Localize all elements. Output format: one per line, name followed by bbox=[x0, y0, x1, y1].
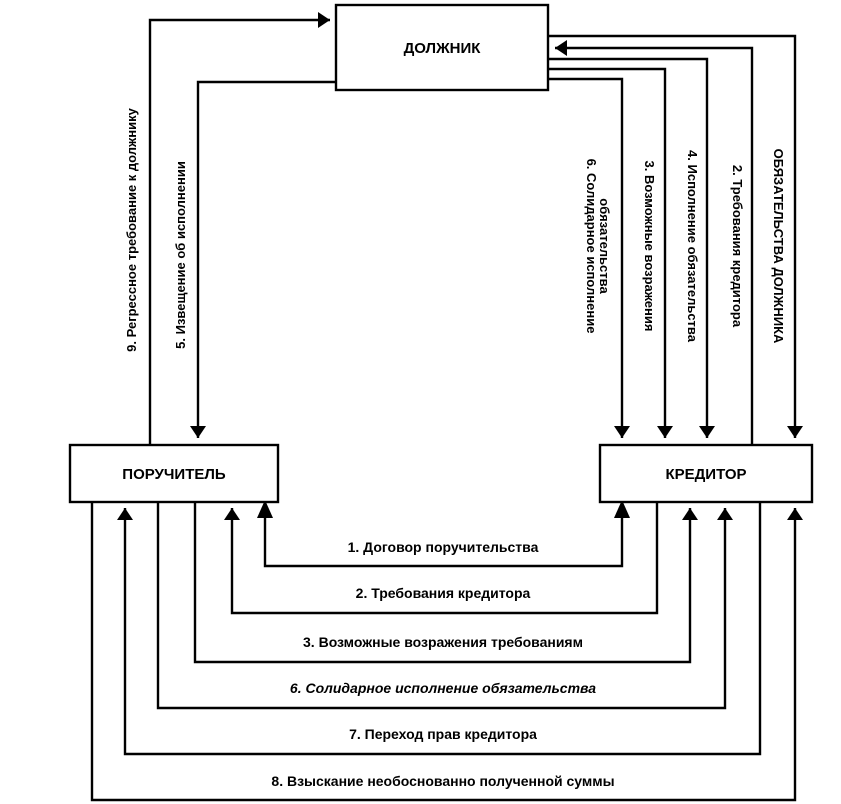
creditor-label: КРЕДИТОР bbox=[665, 466, 746, 483]
label-rights-transfer: 7. Переход прав кредитора bbox=[349, 726, 537, 742]
arrow-obligation-performance bbox=[548, 57, 715, 438]
debtor-box bbox=[334, 3, 550, 92]
arrowhead-contract-creditor bbox=[614, 500, 630, 518]
label-bottom-solidary: 6. Солидарное исполнение обязательства bbox=[290, 680, 596, 696]
arrow-debtor-obligations bbox=[548, 34, 803, 438]
arrow-regress-claim bbox=[148, 12, 330, 445]
arrow-creditor-claims bbox=[555, 40, 754, 445]
label-solidary-performance-1: 6. Солидарное исполнение bbox=[584, 159, 599, 334]
arrow-guarantee-contract bbox=[263, 508, 624, 568]
label-obligation-performance: 4. Исполнение обязательства bbox=[685, 150, 700, 343]
arrow-rights-transfer bbox=[117, 502, 762, 756]
arrow-bottom-solidary bbox=[156, 502, 733, 710]
label-bottom-creditor-claims: 2. Требования кредитора bbox=[356, 585, 531, 601]
label-creditor-claims: 2. Требования кредитора bbox=[730, 165, 745, 328]
arrow-performance-notice bbox=[190, 80, 335, 438]
arrow-solidary-performance bbox=[548, 77, 630, 438]
label-performance-notice: 5. Извещение об исполнении bbox=[173, 161, 188, 349]
debtor-label: ДОЛЖНИК bbox=[404, 40, 482, 57]
label-bottom-objections: 3. Возможные возражения требованиям bbox=[303, 634, 583, 650]
arrow-unjust-recovery bbox=[90, 502, 803, 802]
label-unjust-recovery: 8. Взыскание необоснованно полученной су… bbox=[271, 773, 614, 789]
label-guarantee-contract: 1. Договор поручительства bbox=[348, 539, 539, 555]
arrowhead-contract-guarantor bbox=[257, 500, 273, 518]
label-solidary-performance-2: обязательства bbox=[597, 198, 612, 294]
arrow-bottom-creditor-claims bbox=[224, 502, 659, 615]
guarantor-box bbox=[68, 443, 280, 504]
arrow-possible-objections bbox=[548, 67, 673, 438]
creditor-box bbox=[598, 443, 814, 504]
guarantor-label: ПОРУЧИТЕЛЬ bbox=[122, 466, 226, 483]
label-regress-claim: 9. Регрессное требование к должнику bbox=[124, 107, 139, 351]
arrow-bottom-objections bbox=[193, 502, 698, 664]
label-possible-objections: 3. Возможные возражения bbox=[642, 161, 657, 332]
label-debtor-obligations: ОБЯЗАТЕЛЬСТВА ДОЛЖНИКА bbox=[771, 149, 786, 344]
